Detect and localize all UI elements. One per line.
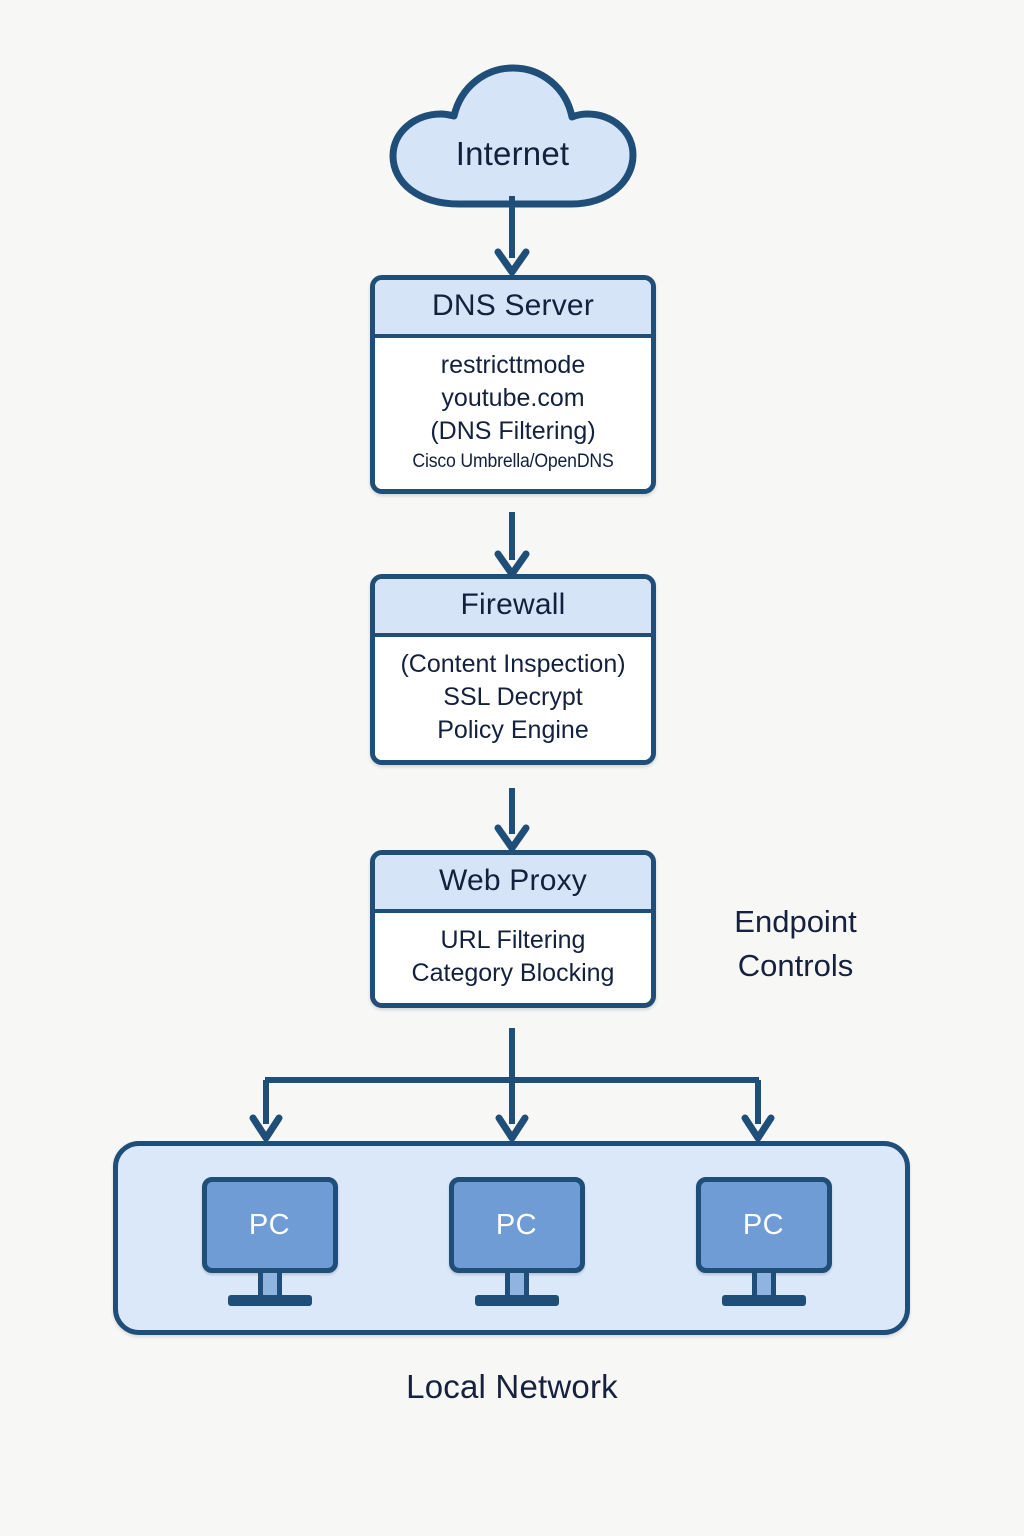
endpoint-controls-label: Endpoint Controls: [673, 900, 918, 988]
cloud-label: Internet: [455, 135, 570, 172]
node-firewall-line-2: SSL Decrypt: [443, 683, 583, 711]
pc-client[interactable]: PC: [196, 1177, 344, 1309]
arrowhead-icon: [494, 248, 530, 276]
endpoint-controls-line-2: Controls: [737, 948, 854, 983]
node-dns-server-title: DNS Server: [375, 280, 651, 338]
pc-stand-neck: [257, 1273, 282, 1297]
node-dns-server-line-2: youtube.com: [441, 384, 585, 412]
arrowhead-icon: [741, 1114, 775, 1142]
endpoint-controls-line-1: Endpoint: [734, 904, 857, 939]
node-dns-server-vendor: Cisco Umbrella/OpenDNS: [412, 451, 614, 472]
arrowhead-icon: [249, 1114, 283, 1142]
connector-internet-to-dns: [494, 196, 530, 278]
pc-screen: PC: [448, 1177, 585, 1273]
connector-proxy-to-clients: [249, 1028, 780, 1146]
cloud-shape: [389, 64, 637, 208]
arrowhead-icon: [494, 824, 530, 852]
node-dns-server-line-1: restricttmode: [440, 351, 586, 379]
node-firewall-line-3: Policy Engine: [437, 716, 589, 744]
node-firewall-line-1: (Content Inspection): [400, 650, 626, 678]
pc-screen: PC: [201, 1177, 338, 1273]
local-network-label: Local Network: [406, 1368, 618, 1405]
client-list: PC PC PC: [118, 1146, 915, 1340]
node-web-proxy-body: URL Filtering Category Blocking: [375, 913, 651, 1003]
connector-dns-to-firewall: [494, 512, 530, 580]
pc-client[interactable]: PC: [690, 1177, 838, 1309]
pc-client[interactable]: PC: [443, 1177, 591, 1309]
arrowhead-icon: [495, 1114, 529, 1142]
pc-stand-neck: [751, 1273, 776, 1297]
node-firewall[interactable]: Firewall (Content Inspection) SSL Decryp…: [370, 574, 656, 765]
pc-stand-base: [474, 1295, 559, 1306]
internet-cloud: Internet: [385, 62, 640, 210]
pc-stand-neck: [504, 1273, 529, 1297]
pc-stand-base: [227, 1295, 312, 1306]
node-web-proxy-title: Web Proxy: [375, 855, 651, 913]
pc-stand-base: [721, 1295, 806, 1306]
node-firewall-title: Firewall: [375, 579, 651, 637]
node-web-proxy-line-2: Category Blocking: [411, 959, 615, 987]
node-web-proxy-line-1: URL Filtering: [440, 926, 586, 954]
local-network-container: PC PC PC: [113, 1141, 910, 1335]
pc-screen: PC: [695, 1177, 832, 1273]
node-firewall-body: (Content Inspection) SSL Decrypt Policy …: [375, 637, 651, 760]
node-dns-server[interactable]: DNS Server restricttmode youtube.com (DN…: [370, 275, 656, 494]
node-dns-server-body: restricttmode youtube.com (DNS Filtering…: [375, 338, 651, 489]
connector-firewall-to-proxy: [494, 788, 530, 854]
node-dns-server-line-3: (DNS Filtering): [430, 417, 596, 445]
node-web-proxy[interactable]: Web Proxy URL Filtering Category Blockin…: [370, 850, 656, 1008]
